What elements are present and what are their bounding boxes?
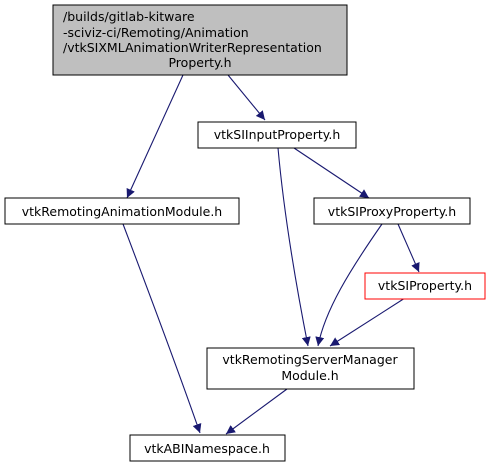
node-si-proxy-property[interactable]: vtkSIProxyProperty.h bbox=[313, 197, 471, 225]
root-file-line-1: /builds/gitlab-kitware bbox=[63, 9, 195, 24]
remoting-animation-module-label: vtkRemotingAnimationModule.h bbox=[22, 204, 222, 219]
edge-remoting-server-manager-module-to-abi-namespace bbox=[225, 388, 288, 435]
abi-namespace-label: vtkABINamespace.h bbox=[144, 441, 270, 456]
remoting-server-manager-module-line-2: Module.h bbox=[281, 368, 338, 383]
si-property-label: vtkSIProperty.h bbox=[378, 278, 472, 293]
root-file-line-2: -sciviz-ci/Remoting/Animation bbox=[63, 25, 249, 40]
remoting-server-manager-module-line-1: vtkRemotingServerManager bbox=[222, 352, 398, 367]
edges bbox=[122, 74, 420, 435]
node-remoting-server-manager-module[interactable]: vtkRemotingServerManager Module.h bbox=[206, 347, 415, 390]
si-proxy-property-label: vtkSIProxyProperty.h bbox=[328, 204, 456, 219]
edge-si-input-property-to-si-proxy-property bbox=[293, 147, 370, 199]
edge-si-proxy-property-to-si-property bbox=[397, 223, 420, 273]
edge-si-proxy-property-to-remoting-server-manager-module bbox=[315, 223, 383, 347]
root-file-line-4: Property.h bbox=[168, 55, 231, 70]
edge-remoting-animation-module-to-abi-namespace bbox=[122, 223, 202, 434]
root-file-line-3: /vtkSIXMLAnimationWriterRepresentation bbox=[63, 40, 322, 55]
si-input-property-label: vtkSIInputProperty.h bbox=[214, 127, 341, 142]
edge-root-to-si-input-property bbox=[227, 74, 266, 121]
edge-si-input-property-to-remoting-server-manager-module bbox=[277, 147, 311, 347]
edge-si-property-to-remoting-server-manager-module bbox=[329, 297, 406, 347]
node-si-property[interactable]: vtkSIProperty.h bbox=[364, 272, 486, 300]
node-remoting-animation-module[interactable]: vtkRemotingAnimationModule.h bbox=[4, 197, 240, 225]
node-si-input-property[interactable]: vtkSIInputProperty.h bbox=[197, 121, 357, 149]
node-abi-namespace[interactable]: vtkABINamespace.h bbox=[129, 434, 286, 462]
node-root-file[interactable]: /builds/gitlab-kitware -sciviz-ci/Remoti… bbox=[52, 4, 348, 76]
edge-root-to-remoting-animation-module bbox=[126, 74, 184, 199]
